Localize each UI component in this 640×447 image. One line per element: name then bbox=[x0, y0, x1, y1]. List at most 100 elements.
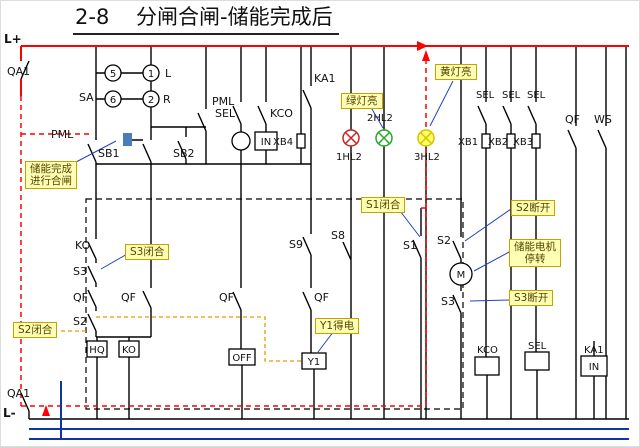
label-s9: S9 bbox=[289, 238, 303, 251]
meter-icon bbox=[231, 131, 251, 151]
sa-terminal-5-icon bbox=[104, 64, 122, 82]
page-title: 2-8 分闸合闸-储能完成后 bbox=[73, 1, 339, 35]
label-sa-6: 6 bbox=[110, 95, 116, 106]
label-sel-1: SEL bbox=[215, 107, 236, 120]
label-xb1: XB1 bbox=[458, 137, 478, 148]
component-shapes bbox=[86, 64, 608, 377]
label-ko-coil: KO bbox=[122, 345, 136, 356]
label-kco-bottom: KCO bbox=[477, 345, 498, 356]
label-ws: WS bbox=[594, 113, 612, 126]
label-l-minus: L- bbox=[3, 406, 16, 420]
label-sa-5: 5 bbox=[110, 69, 116, 80]
live-dashed-path bbox=[20, 56, 427, 407]
xb3-terminal-icon bbox=[531, 133, 541, 149]
wire-sa-block bbox=[95, 46, 152, 134]
callout-motor-stop: 储能电机 停转 bbox=[509, 239, 561, 267]
sa-terminal-6-icon bbox=[104, 90, 122, 108]
interlock-dashed-box bbox=[85, 198, 464, 410]
label-sel-3: SEL bbox=[502, 90, 521, 101]
xb2-terminal-icon bbox=[506, 133, 516, 149]
callout-s3-open: S3断开 bbox=[509, 290, 554, 306]
xb4-terminal-icon bbox=[296, 133, 306, 149]
wire-bottom-rail bbox=[20, 60, 629, 420]
flow-arrow-return-icon bbox=[42, 405, 50, 416]
neutral-rails bbox=[29, 381, 629, 440]
label-y1-coil: Y1 bbox=[307, 357, 320, 368]
label-2hl2: 2HL2 bbox=[367, 113, 393, 124]
label-kco-top: KCO bbox=[270, 107, 293, 120]
label-qf-contact1: QF bbox=[73, 291, 88, 304]
label-qf-contact2: QF bbox=[121, 291, 136, 304]
wire-pushbutton-row bbox=[96, 126, 311, 165]
label-pml-left: PML bbox=[51, 128, 74, 141]
callout-s1-closed: S1闭合 bbox=[361, 197, 406, 213]
off-coil-box bbox=[228, 348, 256, 366]
lamp-1hl2-icon bbox=[342, 129, 360, 147]
label-off-coil: OFF bbox=[232, 353, 252, 364]
label-qf-top: QF bbox=[565, 113, 580, 126]
live-rail bbox=[20, 45, 629, 96]
lamp-2hl2-icon bbox=[375, 129, 393, 147]
label-s3-contact: S3 bbox=[73, 265, 87, 278]
callout-motor-line2: 停转 bbox=[524, 253, 546, 265]
callout-s2-closed: S2闭合 bbox=[13, 322, 58, 338]
label-pml-top: PML bbox=[212, 95, 235, 108]
label-qf-contact4: QF bbox=[314, 291, 329, 304]
ko-coil-box bbox=[118, 340, 140, 358]
label-3hl2: 3HL2 bbox=[414, 152, 440, 163]
callout-y1-energized: Y1得电 bbox=[315, 318, 360, 334]
wire-network bbox=[20, 46, 629, 420]
label-s3: S3 bbox=[441, 295, 455, 308]
label-sel-4: SEL bbox=[527, 90, 546, 101]
sa-terminal-2-icon bbox=[142, 90, 160, 108]
label-qa1-bottom: QA1 bbox=[7, 387, 30, 400]
callout-store-line2: 进行合闸 bbox=[30, 175, 72, 187]
neutral-rail-lines bbox=[29, 381, 629, 440]
kco-coil-box bbox=[474, 356, 500, 376]
callout-store-complete: 储能完成 进行合闸 bbox=[25, 161, 77, 189]
label-l-plus: L+ bbox=[4, 32, 22, 46]
wire-left-contact-chain bbox=[87, 134, 152, 419]
aux-dashed-path bbox=[61, 316, 302, 362]
label-qa1-top: QA1 bbox=[7, 65, 30, 78]
wire-lamp-lines bbox=[342, 46, 427, 419]
ka1-coil-box bbox=[580, 355, 608, 377]
hq-coil-box bbox=[86, 340, 108, 358]
label-s2: S2 bbox=[437, 234, 451, 247]
sel-coil-box bbox=[524, 351, 550, 371]
wire-right-branches bbox=[452, 46, 627, 419]
label-s8: S8 bbox=[331, 229, 345, 242]
y1-coil-box bbox=[301, 352, 327, 370]
label-sa: SA bbox=[79, 91, 94, 104]
label-1hl2: 1HL2 bbox=[336, 152, 362, 163]
label-pole-r: R bbox=[163, 93, 171, 106]
in-relay-box bbox=[254, 131, 278, 151]
label-sb2: SB2 bbox=[173, 147, 195, 160]
indicator-lamps bbox=[342, 129, 435, 147]
label-sb1: SB1 bbox=[98, 147, 120, 160]
label-sel-2: SEL bbox=[476, 90, 495, 101]
callout-motor-line1: 储能电机 bbox=[514, 241, 556, 253]
callout-pointer-lines bbox=[58, 80, 512, 353]
flow-arrow-right-icon bbox=[417, 41, 428, 51]
label-sa-1: 1 bbox=[148, 69, 154, 80]
flow-arrow-up-icon bbox=[422, 50, 430, 61]
lamp-3hl2-icon bbox=[417, 129, 435, 147]
callout-green-light: 绿灯亮 bbox=[341, 93, 383, 109]
callout-yellow-light: 黄灯亮 bbox=[435, 64, 477, 80]
label-sa-2: 2 bbox=[148, 95, 154, 106]
label-pole-l: L bbox=[165, 67, 172, 80]
callout-store-line1: 储能完成 bbox=[30, 163, 72, 175]
label-ka1-top: KA1 bbox=[314, 72, 336, 85]
sb1-button-icon[interactable] bbox=[123, 133, 132, 146]
label-ka1-bottom: KA1 bbox=[584, 345, 604, 356]
callout-s3-closed: S3闭合 bbox=[125, 244, 170, 260]
label-s2-contact: S2 bbox=[73, 315, 87, 328]
label-sel-bottom: SEL bbox=[528, 341, 547, 352]
label-qf-contact3: QF bbox=[219, 291, 234, 304]
label-s1: S1 bbox=[403, 239, 417, 252]
callout-s2-open: S2断开 bbox=[511, 200, 556, 216]
sa-terminal-1-icon bbox=[142, 64, 160, 82]
labels: L+ QA1 SA 5 1 6 2 L R PML PML SB1 SB2 SE… bbox=[3, 32, 612, 420]
